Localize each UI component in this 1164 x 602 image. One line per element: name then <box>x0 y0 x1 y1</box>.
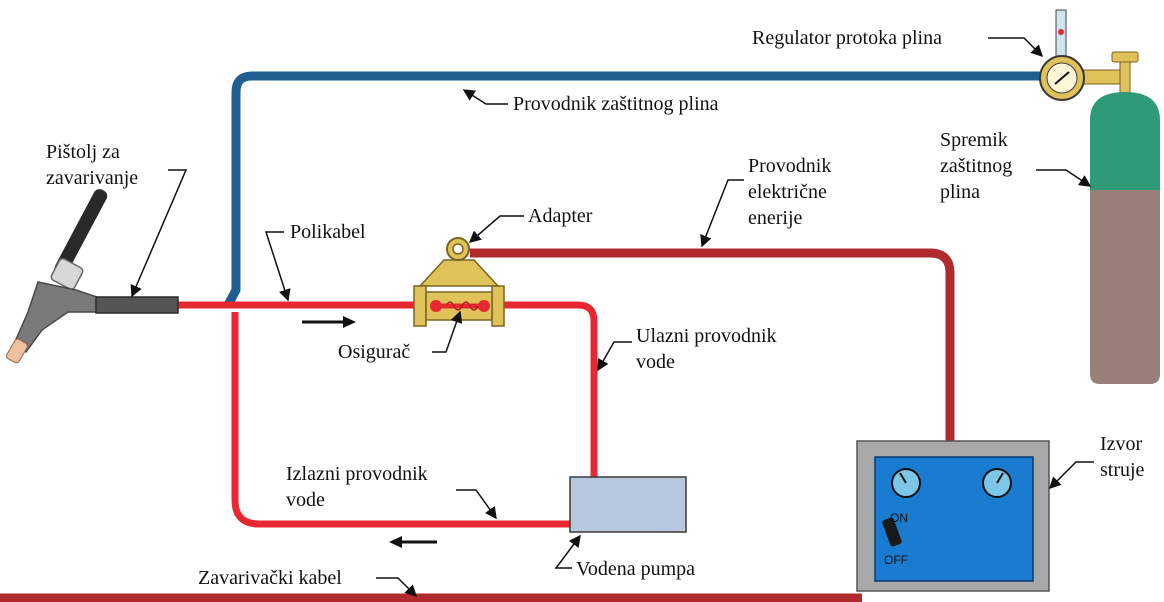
label-water-pump: Vodena pumpa <box>576 558 695 580</box>
label-fuse: Osigurač <box>338 341 410 363</box>
label-adapter: Adapter <box>528 205 593 227</box>
leader-polycable <box>264 231 291 302</box>
label-torch-2: zavarivanje <box>46 167 138 189</box>
leader-welding-cable <box>376 577 418 598</box>
label-tank-1: Spremik <box>940 129 1008 151</box>
label-tank-3: plina <box>940 181 980 203</box>
leader-torch <box>130 169 188 298</box>
power-cable <box>470 248 955 442</box>
fuse-icon <box>445 301 479 311</box>
label-polycable: Polikabel <box>290 221 366 243</box>
water-pump <box>569 476 687 533</box>
leader-power-cable <box>700 179 744 248</box>
gauge-icon <box>891 468 921 498</box>
leader-gas-hose <box>462 89 508 105</box>
flow-arrow-right <box>302 316 356 328</box>
leader-water-pump <box>554 534 581 569</box>
flow-arrow-left <box>389 536 437 548</box>
leader-fuse <box>432 310 463 353</box>
label-regulator: Regulator protoka plina <box>752 27 942 49</box>
label-water-out-2: vode <box>286 489 325 511</box>
leader-water-in <box>597 341 632 372</box>
shielding-gas-hose <box>224 71 1040 308</box>
gas-tank-icon <box>1090 51 1160 384</box>
leader-regulator <box>988 37 1044 58</box>
power-source-unit: ON OFF <box>856 440 1050 592</box>
leader-water-out <box>456 489 497 520</box>
label-power-cable-2: električne <box>748 181 827 203</box>
label-gas-hose: Provodnik zaštitnog plina <box>513 93 719 115</box>
water-inlet-line <box>498 301 598 478</box>
regulator-icon <box>1039 9 1121 101</box>
label-water-out-1: Izlazni provodnik <box>286 463 428 485</box>
leader-power-source <box>1048 461 1094 490</box>
leader-adapter <box>468 215 524 243</box>
power-switch-icon <box>882 517 902 547</box>
label-torch-1: Pištolj za <box>46 141 120 163</box>
welding-torch-icon <box>6 189 179 364</box>
label-water-in-2: vode <box>636 351 675 373</box>
leader-tank <box>1036 169 1092 187</box>
label-power-cable-3: enerije <box>748 207 803 229</box>
label-power-source-1: Izvor <box>1100 433 1143 455</box>
gauge-icon <box>982 468 1012 498</box>
label-water-in-1: Ulazni provodnik <box>636 325 777 347</box>
switch-on-label: ON <box>890 511 908 525</box>
adapter-icon <box>413 237 505 327</box>
water-outlet-line <box>231 312 572 528</box>
label-welding-cable: Zavarivački kabel <box>198 567 342 589</box>
label-power-cable-1: Provodnik <box>748 155 831 177</box>
label-power-source-2: struje <box>1100 459 1145 481</box>
label-tank-2: zaštitnog <box>940 155 1012 177</box>
switch-off-label: OFF <box>884 553 908 567</box>
